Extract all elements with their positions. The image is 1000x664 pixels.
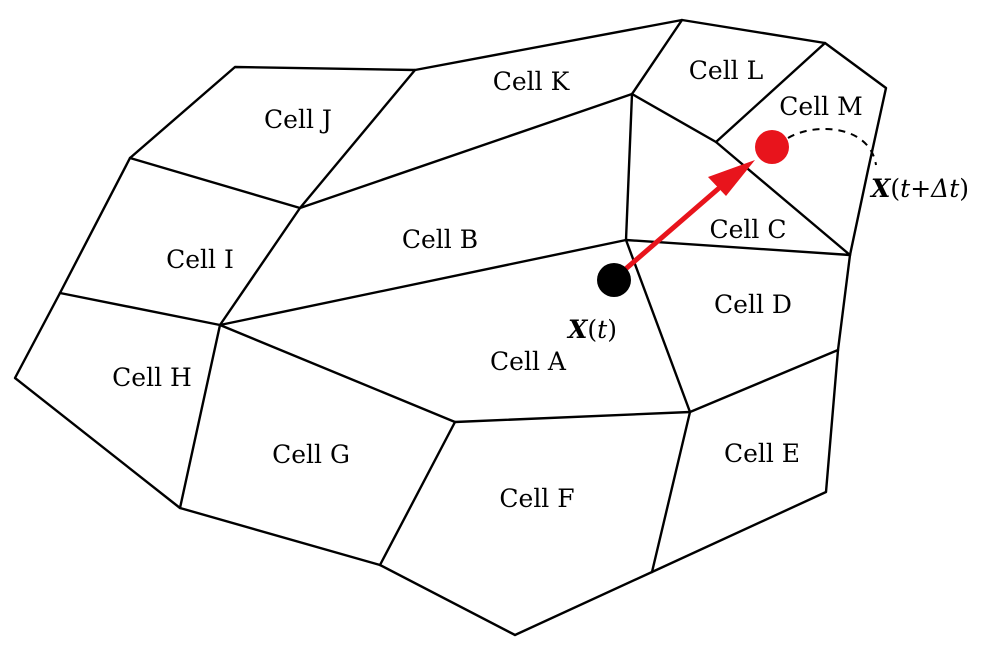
edge-i-j: [128, 156, 302, 210]
cell-label-b: Cell B: [402, 225, 478, 254]
edge-b-k: [298, 92, 634, 210]
cell-label-i: Cell I: [166, 245, 234, 274]
mesh-outer-boundary: [13, 18, 888, 637]
edge-k-l: [630, 18, 684, 96]
close-paren-start: ): [607, 315, 617, 344]
particle-start-dot: [597, 263, 631, 297]
cell-label-d: Cell D: [714, 290, 792, 319]
edge-g-f: [378, 420, 457, 567]
cell-label-e: Cell E: [724, 439, 800, 468]
edge-d-e: [688, 348, 840, 414]
open-paren-end: (: [890, 174, 900, 203]
edge-spine-left: [178, 68, 417, 510]
cell-label-g: Cell G: [272, 440, 350, 469]
edge-a-g: [218, 323, 692, 424]
close-paren-end: ): [959, 174, 969, 203]
displacement-arrow-head: [708, 160, 755, 196]
position-label-end: X(t+Δt): [869, 174, 969, 203]
cell-label-j: Cell J: [264, 105, 332, 134]
position-symbol-start: X: [566, 315, 589, 344]
cell-label-a: Cell A: [490, 347, 567, 376]
cell-label-m: Cell M: [779, 92, 862, 121]
cell-label-l: Cell L: [689, 56, 763, 85]
edge-a-b: [218, 238, 628, 327]
position-arg-end: t+Δt: [900, 174, 960, 203]
edge-b-c: [624, 92, 634, 242]
open-paren-start: (: [587, 315, 597, 344]
edge-f-e: [650, 410, 692, 574]
edge-c-d: [624, 238, 852, 257]
displacement-arrow-shaft: [611, 186, 721, 282]
cell-label-c: Cell C: [710, 215, 787, 244]
position-symbol-end: X: [869, 174, 892, 203]
position-arg-start: t: [597, 315, 608, 344]
edge-h-i: [58, 291, 222, 327]
cell-label-h: Cell H: [112, 363, 192, 392]
edge-c-m: [714, 140, 852, 257]
particle-end-dot: [755, 130, 789, 164]
cell-label-k: Cell K: [493, 67, 571, 96]
position-label-start: X(t): [566, 315, 617, 344]
cell-label-f: Cell F: [499, 484, 574, 513]
trajectory-dashed-curve: [787, 128, 877, 166]
edge-a-d: [624, 238, 692, 414]
